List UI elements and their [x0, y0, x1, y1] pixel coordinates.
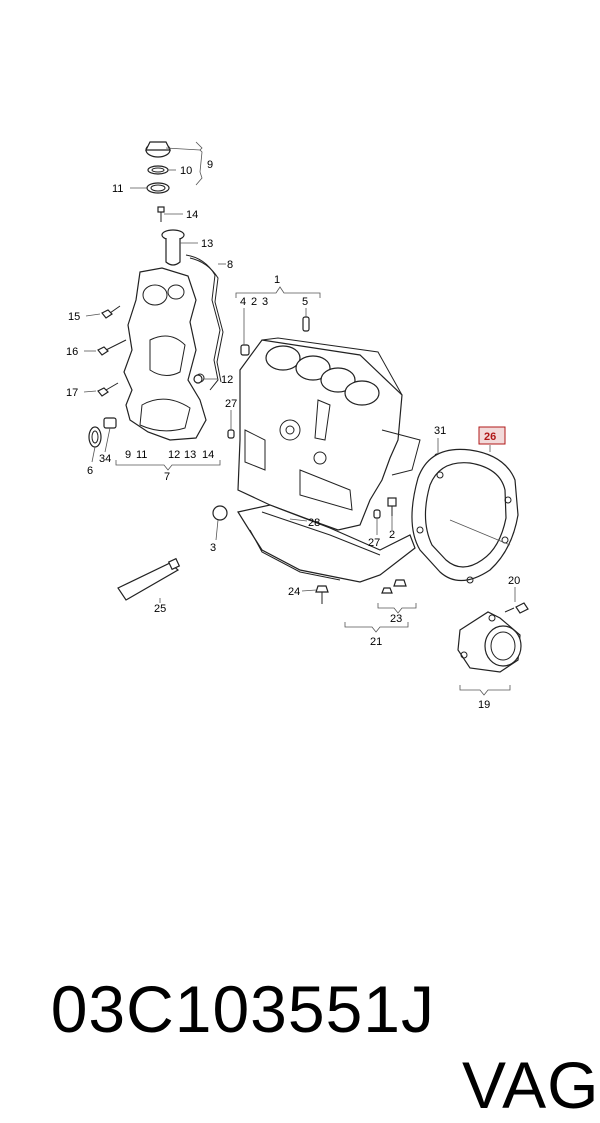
callout-14: 14 [186, 209, 198, 221]
oil-filler-cap-assembly [145, 141, 171, 194]
callout-labels: 9 10 11 14 13 8 1 4 2 3 5 15 16 17 12 27… [66, 159, 520, 711]
pin-27-right [373, 509, 381, 519]
dowel-5 [302, 316, 310, 332]
callout-11-cover: 11 [136, 449, 147, 461]
filler-neck [161, 229, 185, 266]
part-number: 03C103551J [50, 972, 435, 1046]
callout-17: 17 [66, 387, 78, 399]
callout-3-left: 3 [210, 542, 216, 554]
bush [103, 417, 117, 429]
callout-23: 23 [390, 613, 402, 625]
bolt-20 [504, 602, 529, 614]
dowel-4 [240, 344, 250, 356]
callout-25: 25 [154, 603, 166, 615]
callout-13: 13 [201, 238, 213, 250]
callout-34: 34 [99, 453, 111, 465]
callout-16: 16 [66, 346, 78, 358]
callout-10: 10 [180, 165, 192, 177]
callout-1: 1 [274, 274, 280, 286]
callout-12: 12 [221, 374, 233, 386]
callout-20: 20 [508, 575, 520, 587]
callout-26: 26 [484, 431, 496, 443]
pin-27-left [227, 429, 235, 439]
callout-31: 31 [434, 425, 446, 437]
drain-bolt [315, 585, 329, 604]
callout-3-top: 3 [262, 296, 268, 308]
plug-12 [193, 374, 203, 384]
timing-cover [123, 267, 207, 441]
callout-12-cover: 12 [168, 449, 180, 461]
callout-24: 24 [288, 586, 300, 598]
callout-4: 4 [240, 296, 246, 308]
sealant-tube [117, 557, 181, 601]
seal-3 [212, 505, 228, 521]
group-brackets [115, 141, 511, 696]
callout-14-cover: 14 [202, 449, 214, 461]
plug-2 [387, 497, 397, 516]
cylinder-block [237, 337, 421, 531]
pan-bolts [381, 579, 407, 594]
callout-27-right: 27 [368, 537, 380, 549]
oil-pan [237, 504, 416, 583]
callout-9-cover: 9 [125, 449, 131, 461]
seal-ring [88, 426, 102, 448]
callout-15: 15 [68, 311, 80, 323]
crankshaft-seal-flange [457, 611, 522, 673]
callout-2-right: 2 [389, 529, 395, 541]
callout-2-top: 2 [251, 296, 257, 308]
callout-11: 11 [112, 183, 123, 195]
callout-5: 5 [302, 296, 308, 308]
bolt-16 [97, 339, 127, 356]
bolt-17 [97, 382, 119, 397]
callout-7: 7 [164, 471, 170, 483]
callout-13-cover: 13 [184, 449, 196, 461]
exploded-parts-diagram: 9 10 11 14 13 8 1 4 2 3 5 15 16 17 12 27… [66, 141, 529, 711]
callout-21: 21 [370, 636, 382, 648]
callout-8: 8 [227, 259, 233, 271]
callout-19: 19 [478, 699, 490, 711]
leader-lines [83, 147, 516, 603]
callout-28: 28 [308, 517, 320, 529]
bolt-15 [101, 305, 121, 319]
callout-9: 9 [207, 159, 213, 171]
brand-name: VAG [462, 1048, 600, 1122]
rear-cover-gasket [411, 448, 519, 584]
callout-6: 6 [87, 465, 93, 477]
bolt-14 [157, 206, 165, 222]
callout-27-left: 27 [225, 398, 237, 410]
part-caption: 03C103551J VAG [12, 895, 599, 1122]
